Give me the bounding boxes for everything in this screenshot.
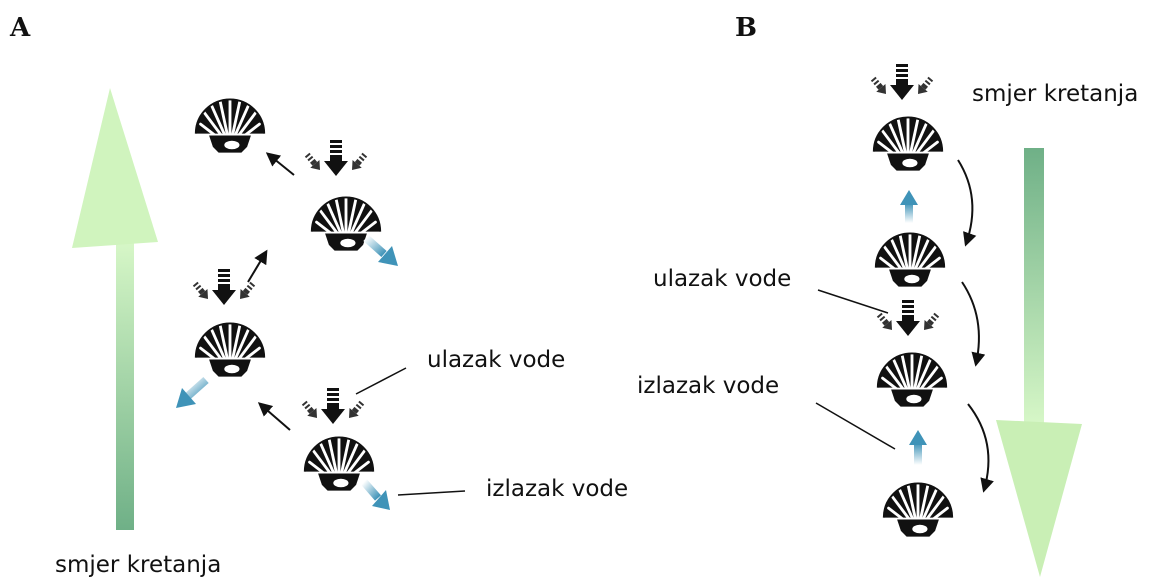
water-inflow-arrows-icon	[302, 140, 370, 176]
movement-arrow-icon	[996, 148, 1082, 577]
scallop-shell-icon	[882, 479, 954, 539]
leader-line	[817, 289, 889, 314]
movement-path-arrow	[957, 159, 994, 493]
scallop-shell-icon	[872, 113, 944, 173]
water-outflow-arrow-icon	[176, 377, 209, 408]
leader-line	[397, 490, 466, 496]
leader-line	[355, 367, 407, 395]
water-outflow-arrow-icon	[909, 430, 927, 465]
movement-path-arrow	[247, 152, 295, 431]
scallop-shell-icon	[874, 229, 946, 289]
water-outflow-arrow-icon	[900, 190, 918, 223]
water-inflow-arrows-icon	[868, 64, 936, 100]
water-inflow-arrows-icon	[874, 300, 942, 336]
panel-a-letter: A	[9, 13, 31, 43]
scallop-shell-icon	[303, 433, 375, 493]
leader-line	[815, 402, 896, 450]
water-inflow-arrows-icon	[190, 269, 258, 305]
water-in-label-b: ulazak vode	[653, 266, 791, 292]
water-out-label-a: izlazak vode	[486, 476, 628, 502]
panel-b: B smjer kretanja ulaza	[637, 13, 1138, 577]
water-outflow-arrow-icon	[363, 235, 398, 266]
panel-b-letter: B	[735, 13, 757, 43]
water-out-label-b: izlazak vode	[637, 373, 779, 399]
scallop-shell-icon	[194, 95, 266, 155]
movement-arrow-icon	[72, 88, 158, 530]
direction-label-a: smjer kretanja	[55, 552, 221, 578]
water-in-label-a: ulazak vode	[427, 347, 565, 373]
scallop-shell-icon	[876, 349, 948, 409]
scallop-shell-icon	[194, 319, 266, 379]
direction-label-b: smjer kretanja	[972, 81, 1138, 107]
water-outflow-arrow-icon	[360, 479, 390, 510]
panel-a: A smjer kretanja	[9, 13, 628, 578]
